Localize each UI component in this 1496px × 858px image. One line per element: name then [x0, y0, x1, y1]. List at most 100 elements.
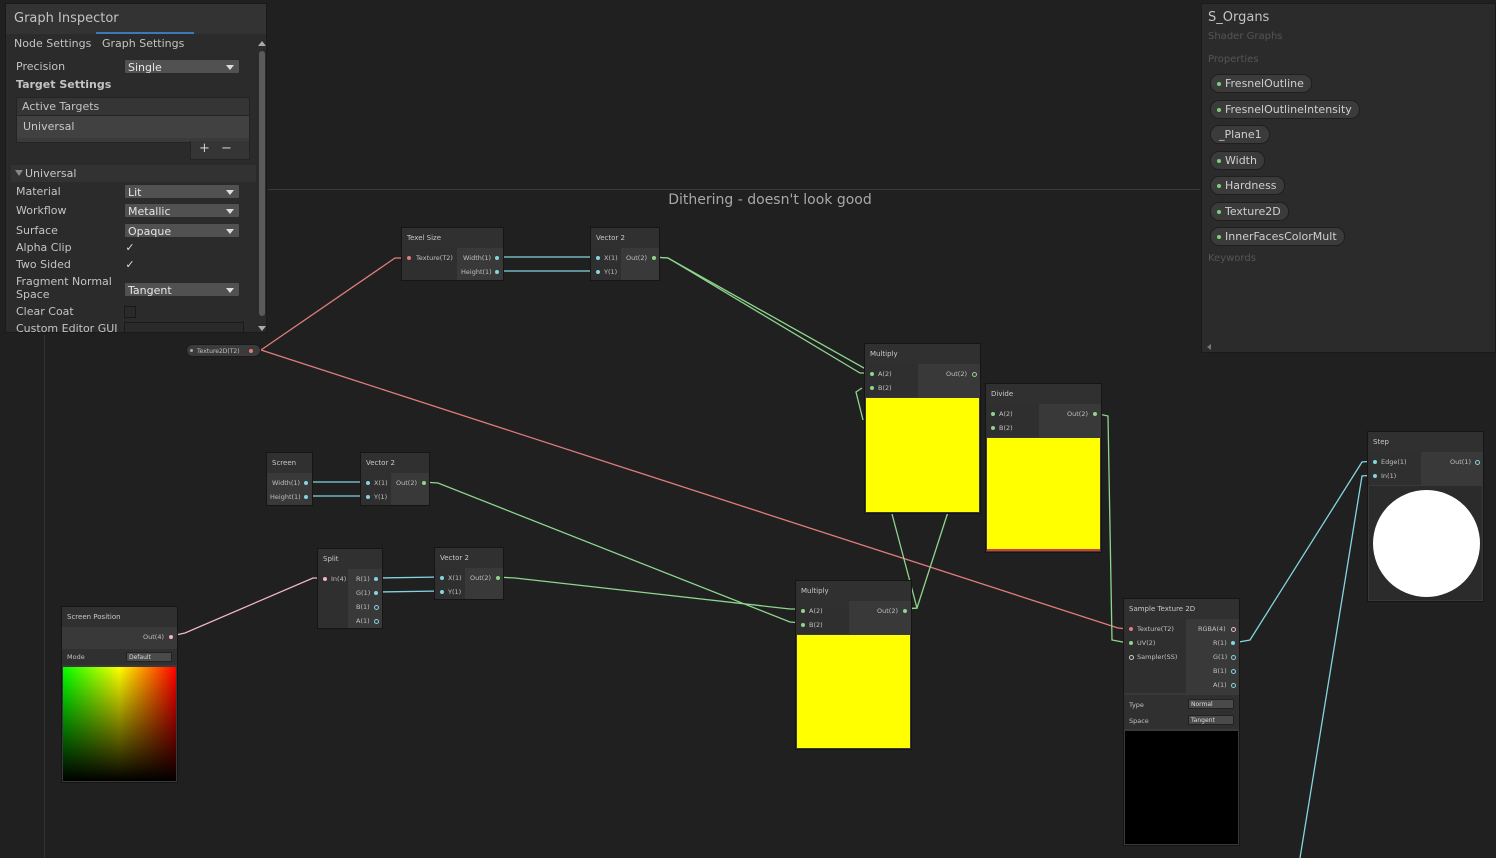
- alpha-clip-checkbox[interactable]: ✓: [125, 241, 135, 254]
- node-vector2-top[interactable]: Vector 2 X(1) Y(1) Out(2): [590, 227, 660, 281]
- port-dot-icon[interactable]: [596, 270, 600, 274]
- port-dot-icon[interactable]: [870, 372, 874, 376]
- port-dot-icon[interactable]: [374, 591, 378, 595]
- property-pill[interactable]: InnerFacesColorMult: [1210, 227, 1345, 246]
- port-dot-icon[interactable]: [374, 605, 379, 610]
- port-label: Out(2): [946, 370, 967, 378]
- graph-vertical-line: [44, 335, 45, 858]
- space-dropdown[interactable]: Tangent: [1188, 715, 1234, 725]
- port-dot-icon[interactable]: [323, 577, 327, 581]
- port-dot-icon[interactable]: [1475, 460, 1480, 465]
- tab-node-settings[interactable]: Node Settings: [14, 37, 92, 50]
- surface-dropdown[interactable]: Opaque: [124, 223, 240, 238]
- port-dot-icon[interactable]: [991, 412, 995, 416]
- port-dot-icon[interactable]: [1231, 641, 1235, 645]
- node-step[interactable]: Step Edge(1) In(1) Out(1): [1367, 431, 1484, 602]
- property-pill[interactable]: Width: [1210, 151, 1265, 170]
- port-label: UV(2): [1137, 639, 1156, 647]
- port-dot-icon[interactable]: [652, 256, 656, 260]
- port-dot-icon[interactable]: [422, 481, 426, 485]
- property-pill[interactable]: Texture2D: [1210, 202, 1289, 221]
- property-pill[interactable]: FresnelOutline: [1210, 74, 1312, 93]
- target-settings-label: Target Settings: [16, 78, 112, 91]
- workflow-dropdown[interactable]: Metallic: [124, 203, 240, 218]
- group-title[interactable]: Dithering - doesn't look good: [668, 192, 872, 208]
- port-dot-icon[interactable]: [249, 349, 253, 353]
- port-dot-icon[interactable]: [1093, 412, 1097, 416]
- node-split[interactable]: Split In(4) R(1) G(1) B(1) A(1): [317, 548, 383, 629]
- port-dot-icon[interactable]: [366, 481, 370, 485]
- port-dot-icon[interactable]: [1373, 474, 1377, 478]
- property-pill[interactable]: _Plane1: [1210, 125, 1270, 144]
- texture2d-property-node[interactable]: Texture2D(T2): [186, 344, 261, 357]
- universal-section-header[interactable]: Universal: [11, 165, 256, 182]
- fragment-normal-value: Tangent: [128, 284, 172, 297]
- inspector-scrollbar[interactable]: [258, 39, 266, 331]
- port-dot-icon[interactable]: [1231, 627, 1236, 632]
- resize-arrow-icon[interactable]: [1207, 344, 1211, 350]
- port-dot-icon[interactable]: [1231, 669, 1236, 674]
- port-label: Sampler(SS): [1137, 653, 1178, 661]
- node-vector2-mid[interactable]: Vector 2 X(1) Y(1) Out(2): [360, 452, 430, 506]
- port-dot-icon[interactable]: [991, 426, 995, 430]
- port-dot-icon[interactable]: [1129, 627, 1133, 631]
- port-dot-icon[interactable]: [1231, 683, 1236, 688]
- fragment-normal-dropdown[interactable]: Tangent: [124, 282, 240, 297]
- port-dot-icon[interactable]: [440, 576, 444, 580]
- wire-vec2top-to-multiply-a: [652, 256, 872, 374]
- active-target-item[interactable]: Universal: [17, 116, 249, 138]
- port-label: R(1): [1213, 639, 1227, 647]
- port-dot-icon[interactable]: [169, 635, 173, 639]
- port-dot-icon[interactable]: [1129, 641, 1133, 645]
- custom-editor-field[interactable]: [124, 322, 244, 332]
- node-title: Vector 2: [361, 453, 429, 473]
- port-dot-icon[interactable]: [801, 609, 805, 613]
- port-dot-icon[interactable]: [972, 372, 977, 377]
- node-multiply-low[interactable]: Multiply A(2) B(2) Out(2): [795, 580, 912, 750]
- node-multiply-top[interactable]: Multiply A(2) B(2) Out(2): [864, 343, 981, 514]
- port-label: Y(1): [374, 493, 388, 501]
- add-target-button[interactable]: +: [199, 141, 210, 156]
- node-sample-texture-2d[interactable]: Sample Texture 2D Texture(T2) UV(2) Samp…: [1123, 598, 1240, 846]
- node-input-area: [986, 404, 1039, 437]
- port-dot-icon[interactable]: [374, 619, 379, 624]
- port-dot-icon[interactable]: [495, 256, 499, 260]
- port-dot-icon[interactable]: [374, 577, 378, 581]
- port-dot-icon[interactable]: [801, 623, 805, 627]
- node-texel-size[interactable]: Texel Size Texture(T2) Width(1) Height(1…: [401, 227, 504, 281]
- scroll-down-icon[interactable]: [258, 326, 266, 331]
- port-dot-icon[interactable]: [304, 481, 308, 485]
- scroll-up-icon[interactable]: [258, 41, 266, 46]
- remove-target-button[interactable]: −: [221, 141, 232, 156]
- node-divide[interactable]: Divide A(2) B(2) Out(2): [985, 383, 1102, 553]
- mode-value: Default: [129, 654, 151, 661]
- port-dot-icon[interactable]: [496, 576, 500, 580]
- mode-dropdown[interactable]: Default: [126, 652, 172, 662]
- type-dropdown[interactable]: Normal: [1188, 699, 1234, 709]
- property-pill[interactable]: FresnelOutlineIntensity: [1210, 100, 1360, 119]
- port-dot-icon[interactable]: [870, 386, 874, 390]
- property-pill[interactable]: Hardness: [1210, 176, 1285, 195]
- port-dot-icon[interactable]: [304, 495, 308, 499]
- material-dropdown[interactable]: Lit: [124, 184, 240, 199]
- clear-coat-checkbox[interactable]: [124, 306, 136, 318]
- precision-dropdown[interactable]: Single: [124, 59, 240, 74]
- blackboard-title: S_Organs: [1208, 10, 1270, 25]
- port-dot-icon[interactable]: [440, 590, 444, 594]
- node-input-area: [361, 473, 391, 505]
- wire-texture-to-texelsize: [260, 257, 404, 351]
- port-dot-icon[interactable]: [1231, 655, 1236, 660]
- port-dot-icon[interactable]: [407, 256, 411, 260]
- node-screen-position[interactable]: Screen Position Out(4) Mode Default: [61, 606, 178, 783]
- port-dot-icon[interactable]: [1373, 460, 1377, 464]
- node-vector2-low[interactable]: Vector 2 X(1) Y(1) Out(2): [434, 547, 504, 600]
- tab-graph-settings[interactable]: Graph Settings: [95, 32, 195, 50]
- scroll-thumb[interactable]: [259, 51, 265, 316]
- port-dot-icon[interactable]: [1129, 655, 1134, 660]
- port-dot-icon[interactable]: [596, 256, 600, 260]
- two-sided-checkbox[interactable]: ✓: [125, 258, 135, 271]
- port-dot-icon[interactable]: [495, 270, 499, 274]
- port-dot-icon[interactable]: [366, 495, 370, 499]
- node-screen[interactable]: Screen Width(1) Height(1): [266, 452, 313, 506]
- port-dot-icon[interactable]: [903, 609, 907, 613]
